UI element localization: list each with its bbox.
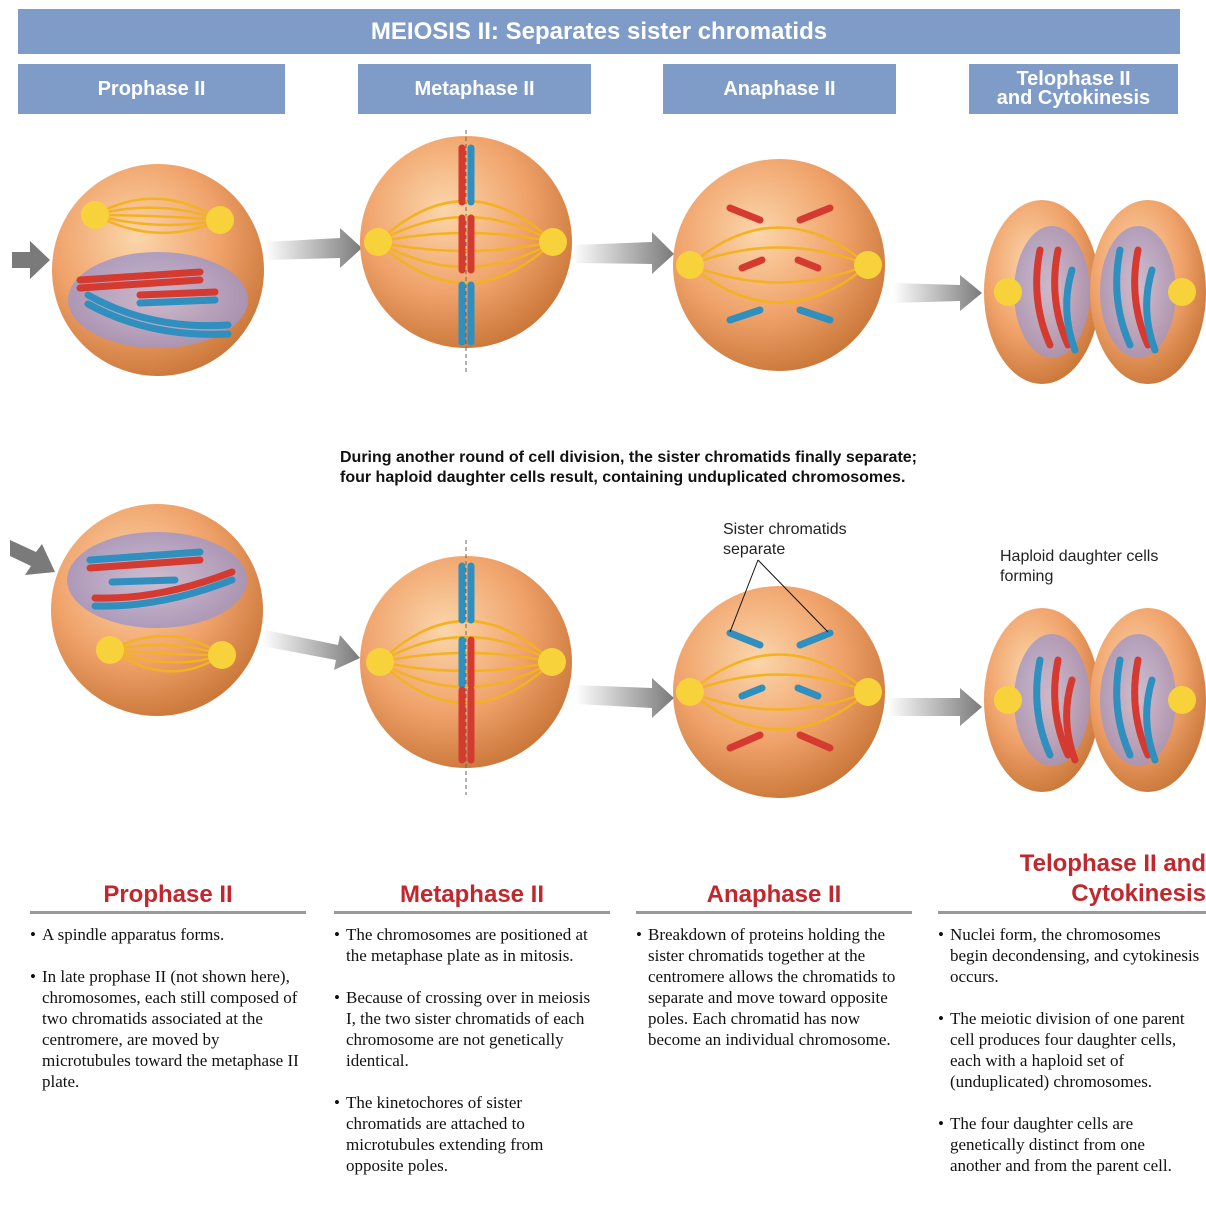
column-divider (938, 911, 1206, 914)
phase-header-prophase: Prophase II (18, 64, 285, 114)
entry-arrow (10, 540, 55, 575)
phase-header-label: Prophase II (98, 80, 206, 99)
phase-header-anaphase: Anaphase II (663, 64, 896, 114)
phase-header-label: Metaphase II (414, 80, 534, 99)
anaphase-cell (673, 159, 885, 371)
list-item: The kinetochores of sister chromatids ar… (334, 1092, 596, 1176)
anaphase-cell (673, 560, 885, 798)
column-list-prophase: A spindle apparatus forms. In late proph… (30, 924, 306, 1113)
column-title-text: Prophase II (103, 880, 232, 910)
flow-arrow (575, 678, 674, 718)
list-item: Breakdown of proteins holding the sister… (636, 924, 898, 1050)
annotation-line: Sister chromatids (723, 520, 847, 540)
column-list-metaphase: The chromosomes are positioned at the me… (334, 924, 596, 1197)
metaphase-cell (360, 130, 572, 375)
list-item: Nuclei form, the chromosomes begin decon… (938, 924, 1200, 987)
column-title-telophase: Telophase II and Cytokinesis (938, 848, 1206, 910)
column-list-anaphase: Breakdown of proteins holding the sister… (636, 924, 898, 1071)
column-title-metaphase: Metaphase II (334, 848, 610, 910)
column-title-text: Cytokinesis (1071, 879, 1206, 909)
column-title-prophase: Prophase II (30, 848, 306, 910)
caption-line: four haploid daughter cells result, cont… (340, 468, 1040, 488)
entry-arrow (12, 241, 50, 279)
caption-line: During another round of cell division, t… (340, 448, 1040, 468)
telophase-cells (984, 608, 1206, 792)
flow-arrow (572, 232, 674, 274)
column-divider (636, 911, 912, 914)
list-item: The meiotic division of one parent cell … (938, 1008, 1200, 1092)
page-title: MEIOSIS II: Separates sister chromatids (18, 9, 1180, 54)
annotation-line: Haploid daughter cells (1000, 547, 1158, 567)
list-item: A spindle apparatus forms. (30, 924, 306, 945)
list-item: In late prophase II (not shown here), ch… (30, 966, 306, 1092)
column-title-text: Metaphase II (400, 880, 544, 910)
prophase-cell (51, 504, 263, 716)
phase-header-telophase: Telophase II and Cytokinesis (969, 64, 1178, 114)
phase-header-label: Anaphase II (723, 80, 835, 99)
metaphase-cell (360, 540, 572, 795)
column-title-text: Anaphase II (707, 880, 842, 910)
list-item: The chromosomes are positioned at the me… (334, 924, 596, 966)
annotation-line: separate (723, 540, 847, 560)
annotation-line: forming (1000, 567, 1158, 587)
haploid-cells-annotation: Haploid daughter cells forming (1000, 547, 1158, 587)
list-item: Because of crossing over in meiosis I, t… (334, 987, 596, 1071)
phase-header-label-line2: and Cytokinesis (997, 89, 1150, 108)
phase-header-metaphase: Metaphase II (358, 64, 591, 114)
flow-arrow (887, 688, 982, 726)
column-title-text: Telophase II and (1020, 849, 1206, 879)
diagram-caption: During another round of cell division, t… (340, 448, 1040, 488)
column-divider (334, 911, 610, 914)
flow-arrow (893, 275, 982, 311)
diagram-row-top (12, 130, 1206, 384)
column-title-anaphase: Anaphase II (636, 848, 912, 910)
prophase-cell (52, 164, 264, 376)
column-divider (30, 911, 306, 914)
telophase-cells (984, 200, 1206, 384)
column-list-telophase: Nuclei form, the chromosomes begin decon… (938, 924, 1200, 1197)
flow-arrow (265, 228, 362, 268)
flow-arrow (262, 630, 360, 670)
list-item: The four daughter cells are genetically … (938, 1113, 1200, 1176)
sister-chromatids-annotation: Sister chromatids separate (723, 520, 847, 560)
